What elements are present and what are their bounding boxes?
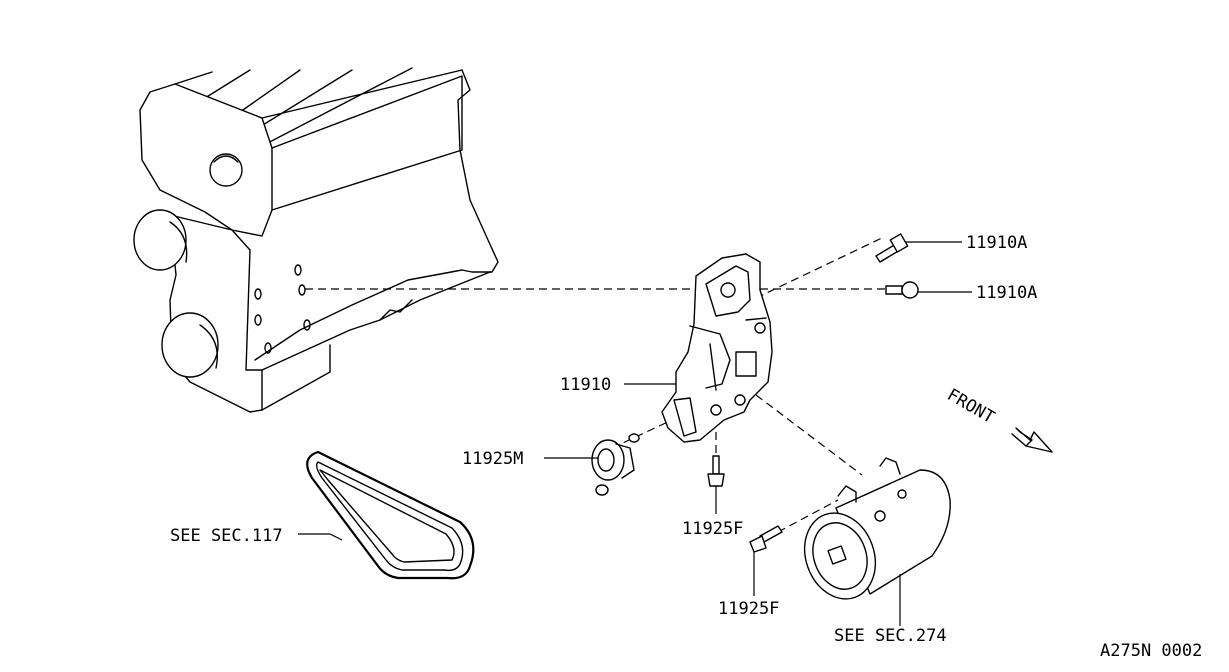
label-11910: 11910 — [560, 375, 611, 395]
bolt-center-icon — [707, 455, 725, 487]
bolt-upper-icon — [875, 233, 909, 263]
front-arrow-icon — [1011, 427, 1053, 453]
drive-belt-icon — [306, 450, 475, 580]
bolt-lower-icon — [885, 281, 919, 299]
label-11910a-upper: 11910A — [966, 233, 1027, 253]
bolt-compressor-icon — [749, 525, 783, 553]
leader-lines — [298, 241, 972, 626]
label-see-sec-117: SEE SEC.117 — [170, 526, 283, 546]
label-front: FRONT — [944, 385, 998, 428]
engine-block-icon — [133, 67, 499, 413]
assembly-guide-lines — [305, 236, 890, 533]
label-11925f-center: 11925F — [682, 519, 743, 539]
label-11910a-lower: 11910A — [976, 283, 1037, 303]
compressor-icon — [803, 457, 951, 600]
label-11925m: 11925M — [462, 449, 523, 469]
figure-code: A275N 0002 — [1100, 641, 1202, 661]
bracket-icon — [661, 253, 773, 443]
label-11925f-compressor: 11925F — [718, 599, 779, 619]
label-see-sec-274: SEE SEC.274 — [834, 626, 947, 646]
idler-pulley-icon — [591, 433, 640, 496]
